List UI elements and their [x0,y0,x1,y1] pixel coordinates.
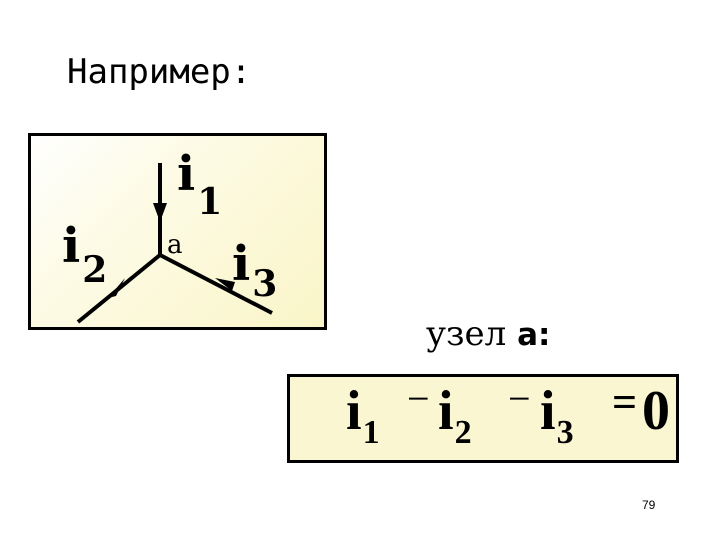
node-diagram-panel [28,133,327,330]
page-number: 79 [642,498,656,512]
eq-term-i2: i2 [438,380,472,451]
node-caption-prefix: узел [426,314,507,354]
arrow-i2-icon [108,278,125,298]
arrow-i3-icon [215,278,235,291]
current-label-i1: i1 [177,146,222,223]
equation-panel: i1 − i2 − i3 = 0 [287,374,679,463]
eq-op-minus-1: − [407,376,430,421]
eq-zero: 0 [642,380,670,442]
eq-term-i3: i3 [540,380,574,451]
node-caption-node: a: [517,317,551,353]
eq-term-i1: i1 [346,380,380,451]
wire-i3 [159,253,273,315]
node-caption: узел a: [426,314,550,354]
node-label: a [167,230,183,260]
current-label-i3: i3 [232,236,277,305]
eq-op-minus-2: − [508,376,531,421]
arrow-i1-icon [153,203,167,222]
slide-heading: Например: [67,52,252,92]
eq-op-equals: = [612,378,638,427]
current-label-i2: i2 [62,218,107,291]
